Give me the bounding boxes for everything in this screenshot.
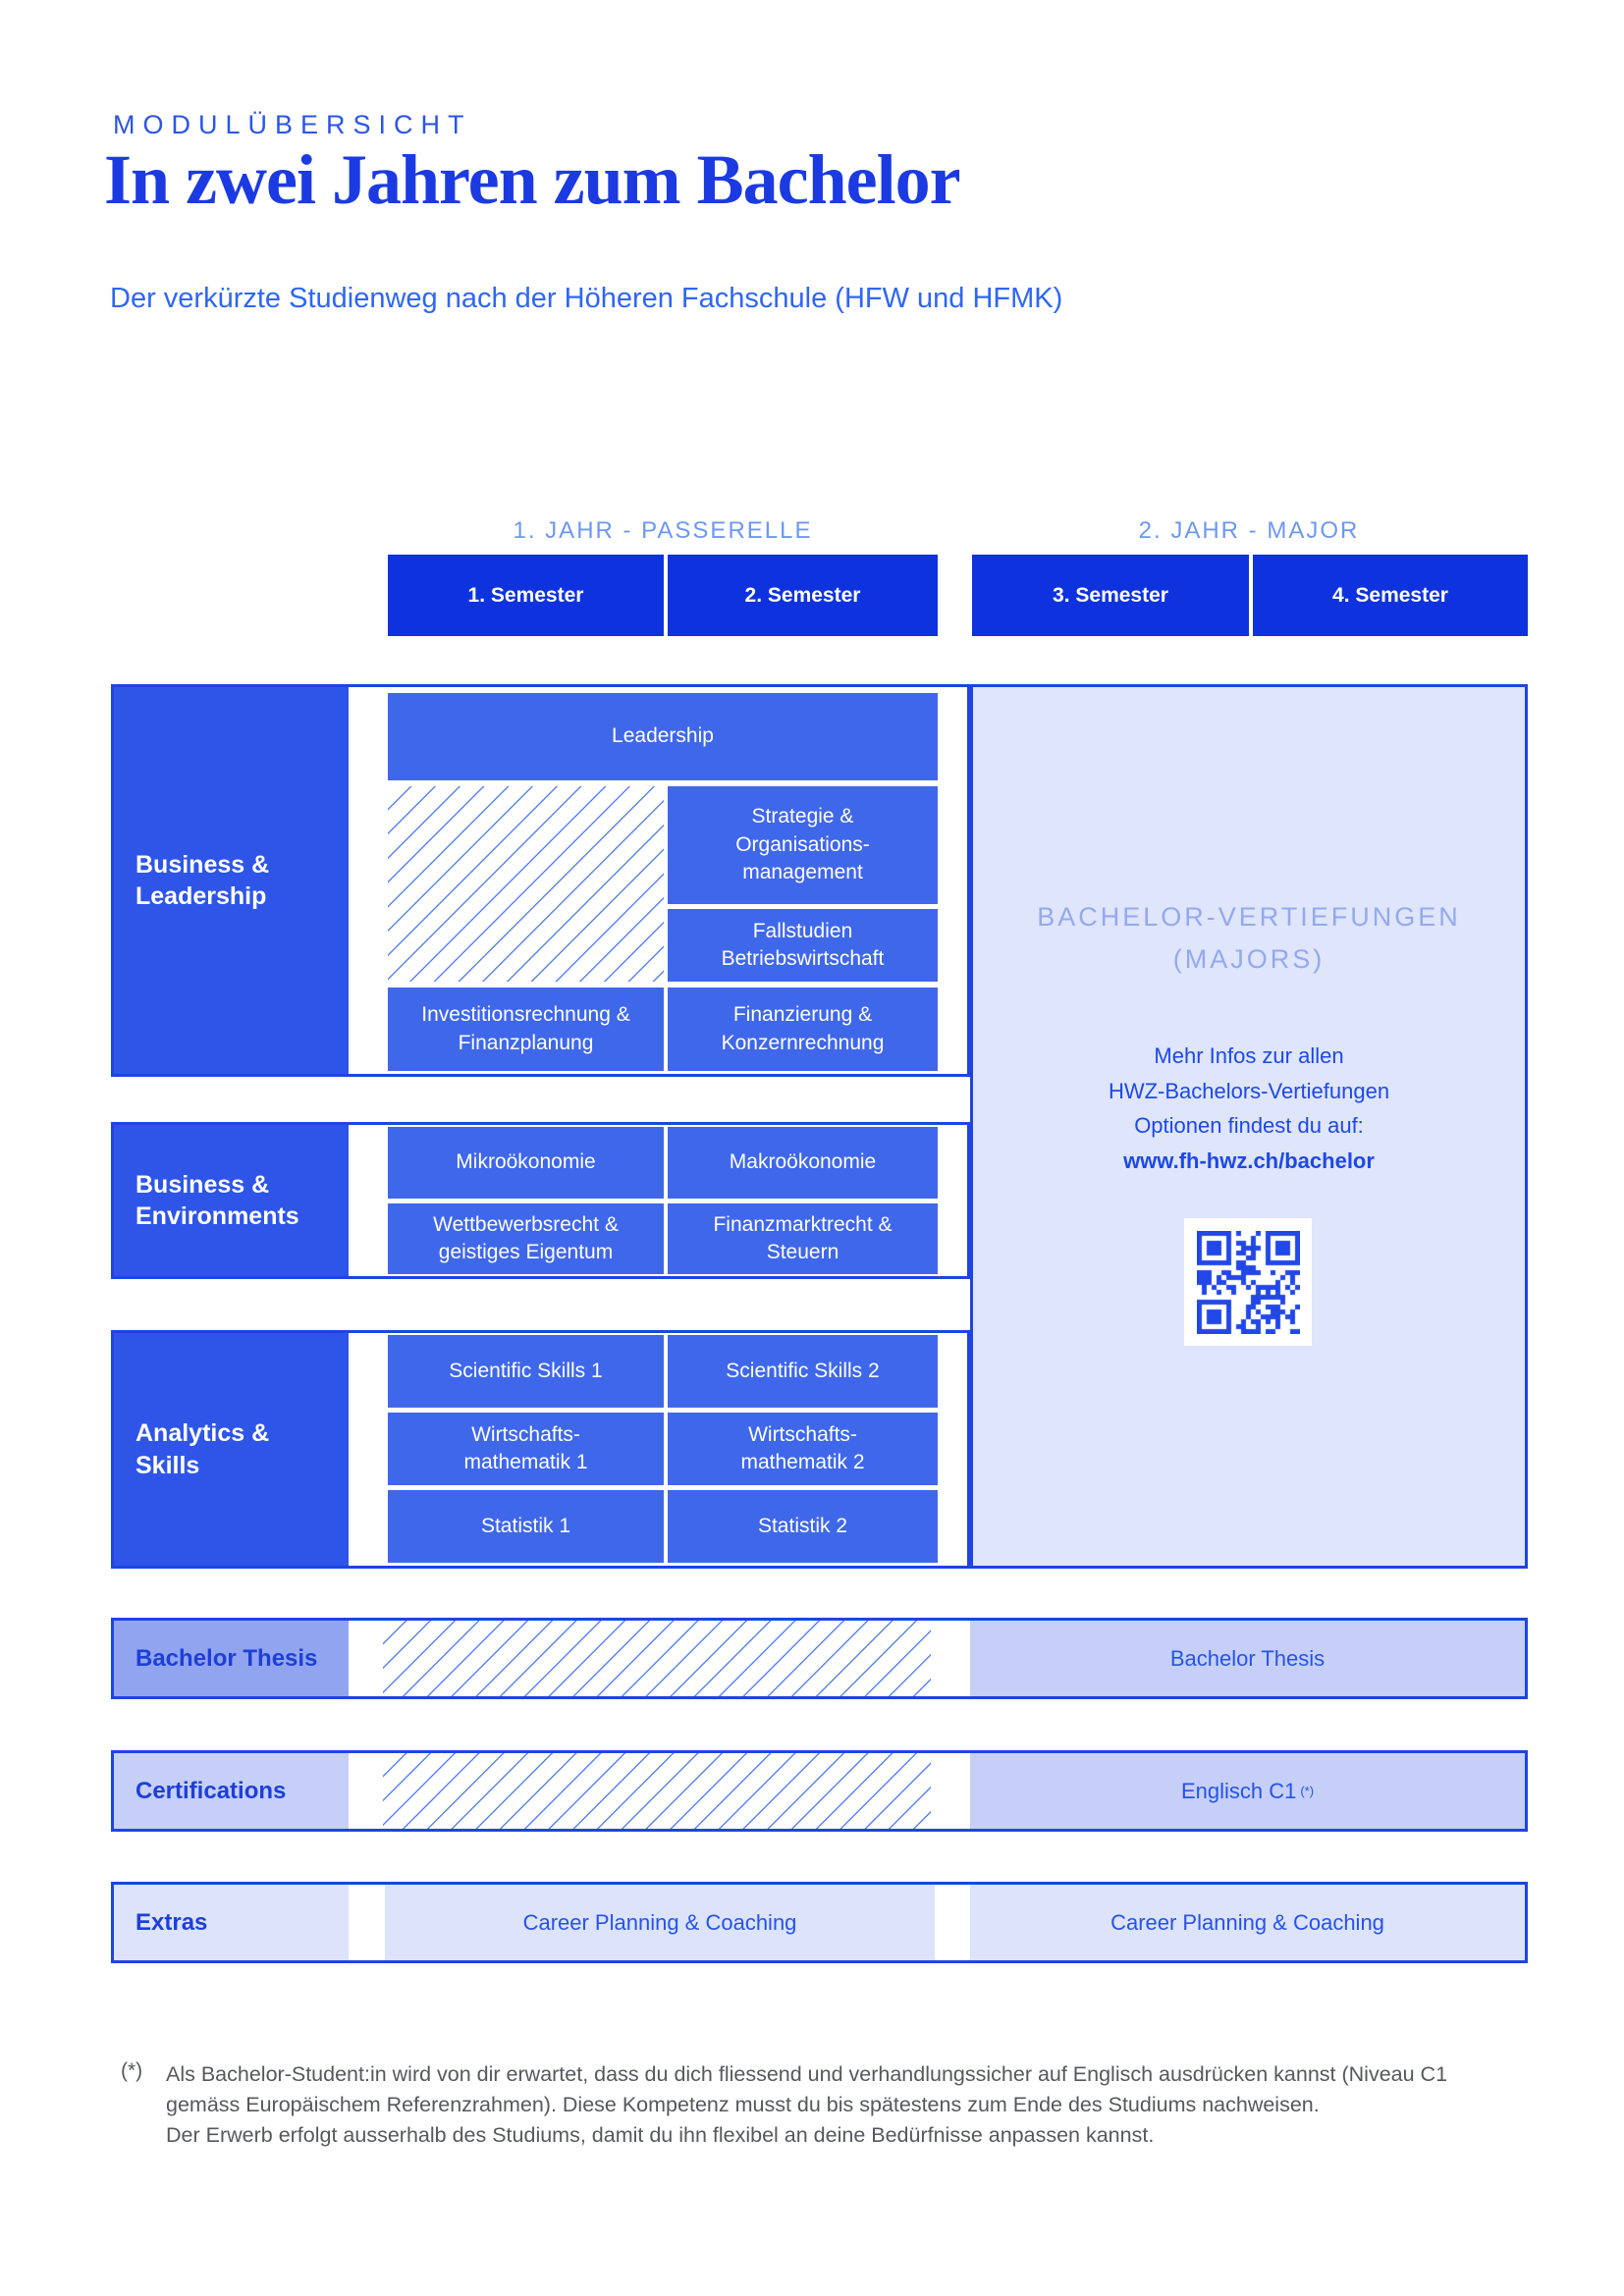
module-strategie-organisationsmanagement: Strategie & Organisations- management [668, 786, 938, 904]
footnote-text: Als Bachelor-Student:in wird von dir erw… [166, 2062, 1448, 2147]
majors-info-line3: Optionen findest du auf: [1134, 1113, 1364, 1139]
semester-1-header: 1. Semester [388, 555, 664, 636]
cell-career-planning-year1: Career Planning & Coaching [385, 1885, 935, 1960]
semester-3-header: 3. Semester [972, 555, 1249, 636]
bachelor-info-link[interactable]: www.fh-hwz.ch/bachelor [1123, 1148, 1375, 1173]
page-title: In zwei Jahren zum Bachelor [104, 140, 961, 219]
cell-bachelor-thesis-year2: Bachelor Thesis [970, 1621, 1525, 1696]
page-subtitle: Der verkürzte Studienweg nach der Höhere… [110, 283, 1063, 314]
hatch-area-certifications-year1 [383, 1753, 931, 1829]
semester-4-header: 4. Semester [1253, 555, 1528, 636]
category-business-leadership: Business & Leadership [114, 687, 349, 1074]
category-analytics-skills: Analytics & Skills [114, 1333, 349, 1566]
majors-heading-line2: (MAJORS) [1172, 944, 1326, 975]
module-wettbewerbsrecht-geistiges-eigentum: Wettbewerbsrecht & geistiges Eigentum [388, 1203, 664, 1274]
qr-code [1184, 1218, 1312, 1346]
hatch-area-thesis-year1 [383, 1621, 931, 1696]
qr-code-image [1196, 1230, 1300, 1334]
year1-label: 1. JAHR - PASSERELLE [513, 517, 813, 544]
english-c1-footnote-ref: (*) [1300, 1784, 1315, 1798]
category-certifications: Certifications [114, 1753, 349, 1829]
footnote-marker: (*) [121, 2059, 143, 2082]
category-extras: Extras [114, 1885, 349, 1960]
page-eyebrow: MODULÜBERSICHT [113, 110, 472, 139]
category-bachelor-thesis: Bachelor Thesis [114, 1621, 349, 1696]
semester-2-header: 2. Semester [668, 555, 938, 636]
footnote: (*) Als Bachelor-Student:in wird von dir… [121, 2059, 1541, 2151]
module-leadership: Leadership [388, 693, 938, 780]
bachelor-majors-panel [970, 684, 1528, 1569]
module-investitionsrechnung-finanzplanung: Investitionsrechnung & Finanzplanung [388, 988, 664, 1071]
module-finanzmarktrecht-steuern: Finanzmarktrecht & Steuern [668, 1203, 938, 1274]
module-finanzierung-konzernrechnung: Finanzierung & Konzernrechnung [668, 988, 938, 1071]
majors-heading-line1: BACHELOR-VERTIEFUNGEN [1037, 902, 1461, 932]
module-scientific-skills-1: Scientific Skills 1 [388, 1335, 664, 1408]
majors-panel-info: Mehr Infos zur allen HWZ-Bachelors-Verti… [970, 1039, 1528, 1179]
module-wirtschaftsmathematik-1: Wirtschafts- mathematik 1 [388, 1413, 664, 1485]
majors-panel-heading: BACHELOR-VERTIEFUNGEN (MAJORS) [970, 896, 1528, 981]
module-scientific-skills-2: Scientific Skills 2 [668, 1335, 938, 1408]
module-statistik-1: Statistik 1 [388, 1490, 664, 1563]
year2-label: 2. JAHR - MAJOR [1138, 517, 1360, 544]
category-business-environments: Business & Environments [114, 1125, 349, 1276]
module-makrooekonomie: Makroökonomie [668, 1127, 938, 1199]
hatch-area-leadership-sem1 [388, 786, 664, 982]
english-c1-label: Englisch C1 [1180, 1778, 1297, 1803]
module-statistik-2: Statistik 2 [668, 1490, 938, 1563]
cell-english-c1: Englisch C1 (*) [970, 1753, 1525, 1829]
module-fallstudien-betriebswirtschaft: Fallstudien Betriebswirtschaft [668, 909, 938, 982]
majors-info-line1: Mehr Infos zur allen [1154, 1043, 1344, 1068]
cell-career-planning-year2: Career Planning & Coaching [970, 1885, 1525, 1960]
module-mikrooekonomie: Mikroökonomie [388, 1127, 664, 1199]
module-wirtschaftsmathematik-2: Wirtschafts- mathematik 2 [668, 1413, 938, 1485]
majors-info-line2: HWZ-Bachelors-Vertiefungen [1108, 1078, 1390, 1103]
